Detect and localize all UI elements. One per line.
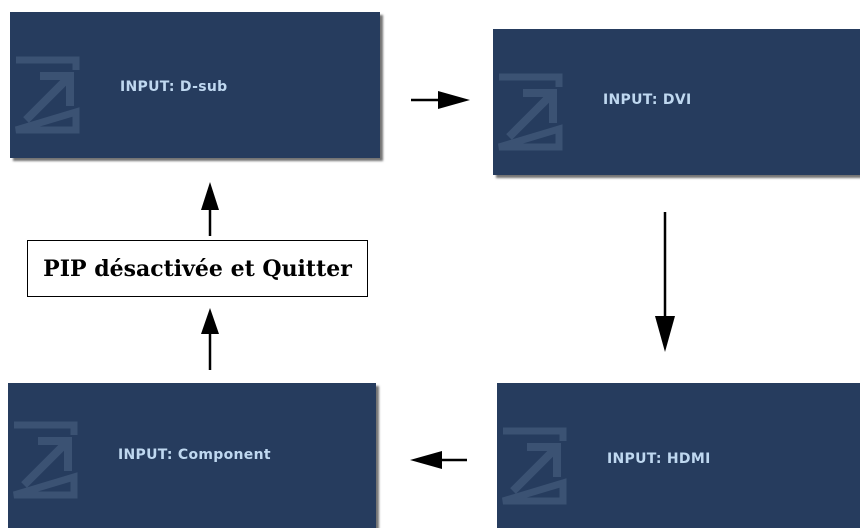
input-label: INPUT: D-sub xyxy=(120,79,228,95)
osd-screen-hdmi: INPUT: HDMI xyxy=(497,383,860,528)
osd-screen-component: INPUT: Component xyxy=(8,383,376,528)
input-icon xyxy=(501,427,567,505)
input-icon xyxy=(14,56,80,134)
arrow-dsub-to-dvi xyxy=(411,91,470,109)
input-icon xyxy=(12,421,78,499)
arrow-hdmi-to-component xyxy=(410,451,467,469)
arrow-component-to-pip xyxy=(201,308,219,370)
osd-screen-dsub: INPUT: D-sub xyxy=(10,12,380,158)
arrow-pip-to-dsub xyxy=(201,182,219,236)
pip-exit-box: PIP désactivée et Quitter xyxy=(27,240,368,297)
osd-screen-dvi: INPUT: DVI xyxy=(493,29,860,175)
input-label: INPUT: DVI xyxy=(603,92,692,108)
input-label: INPUT: HDMI xyxy=(607,451,711,467)
arrow-dvi-to-hdmi xyxy=(655,212,675,352)
pip-exit-label: PIP désactivée et Quitter xyxy=(43,255,352,282)
input-icon xyxy=(497,73,563,151)
input-label: INPUT: Component xyxy=(118,447,271,463)
